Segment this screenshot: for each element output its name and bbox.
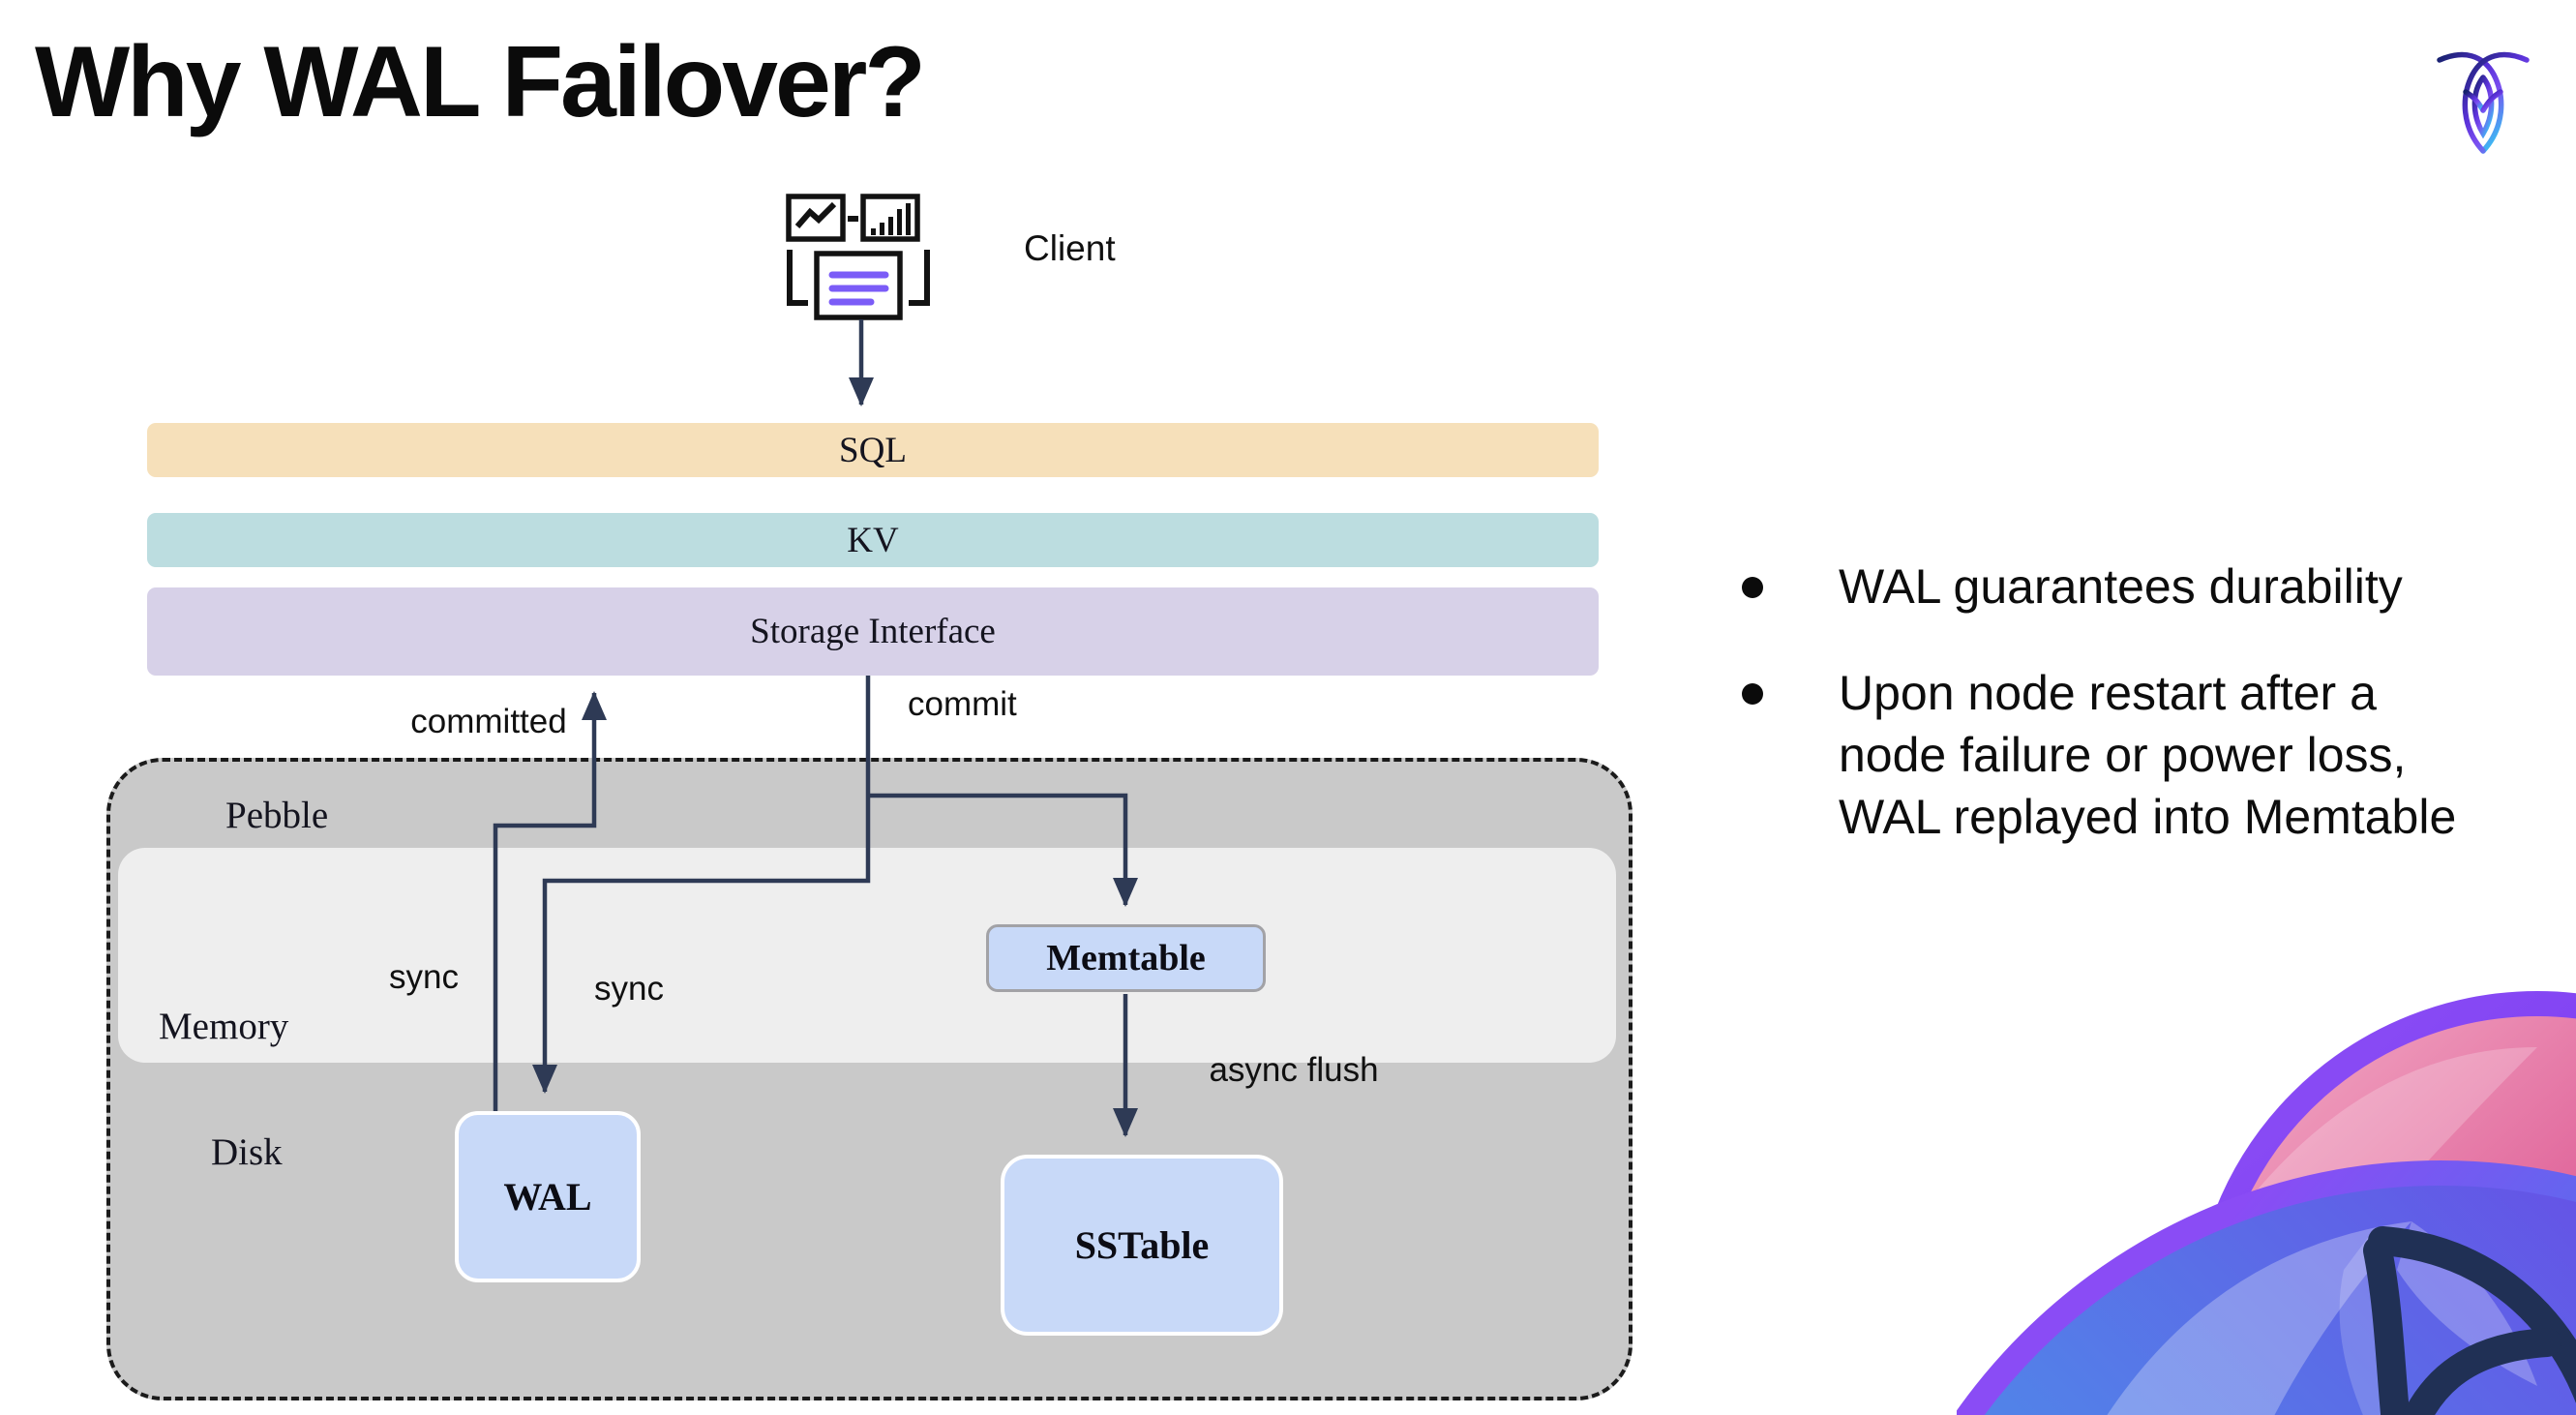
bullet-text: WAL guarantees durability: [1839, 559, 2403, 614]
list-item: WAL guarantees durability: [1742, 556, 2526, 617]
edge-label-commit: commit: [908, 685, 1017, 723]
memory-band: [118, 848, 1616, 1063]
layer-kv-label: KV: [847, 520, 899, 560]
layer-storage-interface: Storage Interface: [147, 587, 1599, 676]
edge-label-async-flush: async flush: [1209, 1051, 1379, 1089]
decorative-corner-art: [1957, 931, 2576, 1415]
layer-kv: KV: [147, 513, 1599, 567]
client-icon: [786, 194, 931, 339]
node-memtable: Memtable: [986, 924, 1266, 992]
bullet-text: Upon node restart after a node failure o…: [1839, 666, 2457, 844]
node-wal: WAL: [455, 1111, 641, 1282]
sstable-label: SSTable: [1074, 1223, 1210, 1267]
disk-label: Disk: [211, 1131, 283, 1173]
memory-label: Memory: [159, 1006, 289, 1047]
layer-storage-label: Storage Interface: [750, 612, 996, 651]
list-item: Upon node restart after a node failure o…: [1742, 662, 2526, 848]
bullet-dot-icon: [1742, 683, 1763, 705]
layer-sql: SQL: [147, 423, 1599, 477]
bullet-list: WAL guarantees durability Upon node rest…: [1742, 556, 2526, 848]
edge-label-sync-right: sync: [594, 970, 664, 1008]
pebble-label: Pebble: [225, 795, 329, 836]
memtable-label: Memtable: [1046, 938, 1206, 978]
edge-label-sync-left: sync: [389, 958, 459, 996]
client-label: Client: [1024, 228, 1116, 268]
bullet-dot-icon: [1742, 577, 1763, 598]
wal-label: WAL: [503, 1175, 592, 1219]
layer-sql-label: SQL: [839, 430, 907, 470]
node-sstable: SSTable: [1001, 1155, 1283, 1336]
page-title: Why WAL Failover?: [35, 26, 926, 138]
cockroachdb-logo-icon: [2437, 46, 2530, 165]
edge-label-committed: committed: [410, 703, 567, 740]
